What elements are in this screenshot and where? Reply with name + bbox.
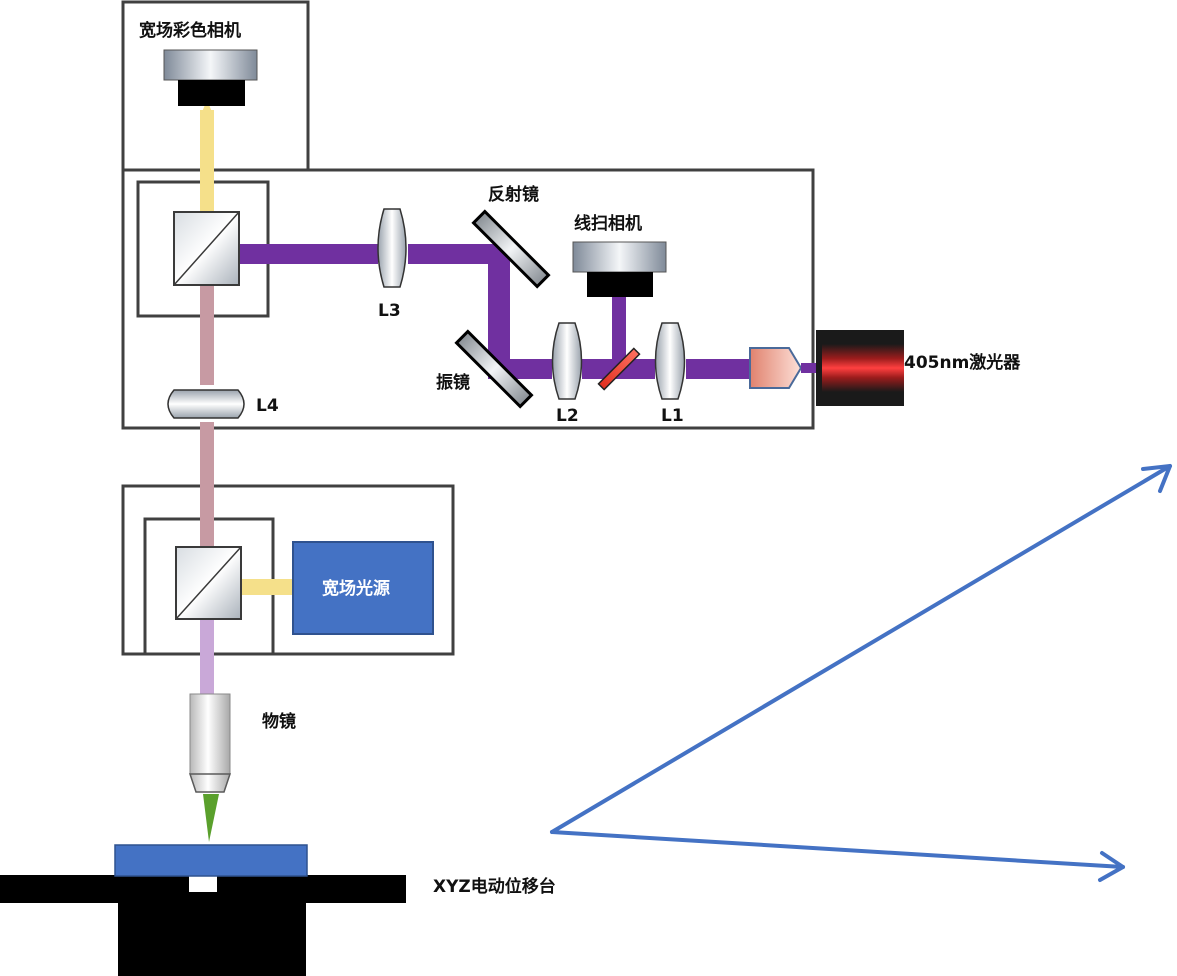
laser-beam-vertical	[488, 244, 510, 379]
dichroic-filter-icon	[597, 347, 641, 391]
stage-icon	[0, 844, 406, 976]
laser-beam-mirror-l3	[408, 244, 510, 264]
line-scan-camera-label: 线扫相机	[574, 213, 642, 234]
widefield-color-camera-label: 宽场彩色相机	[139, 20, 241, 41]
laser-beam-filter-l2	[582, 359, 612, 379]
galvo-mirror-icon	[454, 329, 534, 409]
widefield-light-source-label: 宽场光源	[322, 578, 390, 599]
objective-label: 物镜	[262, 711, 296, 732]
galvo-label: 振镜	[436, 372, 470, 393]
laser-beam-l3-splitter	[214, 244, 378, 264]
lens-l3-label: L3	[378, 301, 401, 321]
widefield-camera-icon	[163, 49, 258, 106]
lens-l2-icon	[551, 322, 583, 400]
mirror-icon	[471, 209, 551, 289]
widefield-light-source-box	[292, 541, 434, 635]
laser-label: 405nm激光器	[904, 352, 1021, 373]
objective-icon	[188, 693, 232, 842]
laser-icon	[749, 330, 904, 406]
scan-module-frame	[121, 168, 815, 430]
sample-slide	[114, 844, 308, 877]
line-camera-beam	[612, 296, 626, 366]
mirror-label: 反射镜	[488, 184, 539, 205]
line-scan-camera-icon	[572, 241, 667, 297]
illumination-module-frame	[121, 484, 455, 656]
combined-beam-middle	[200, 422, 214, 552]
upper-beam-splitter-icon	[173, 211, 240, 286]
lens-l1-label: L1	[661, 406, 684, 426]
lower-beam-splitter-icon	[175, 546, 242, 620]
lens-l4-icon	[167, 389, 245, 419]
lens-l1-icon	[654, 322, 686, 400]
lens-l2-label: L2	[556, 406, 579, 426]
laser-beam-to-l1	[686, 359, 752, 379]
lens-l4-label: L4	[256, 396, 279, 416]
lens-l3-icon	[377, 208, 407, 288]
arrow-icon	[550, 464, 1172, 882]
xyz-stage-label: XYZ电动位移台	[433, 876, 556, 897]
